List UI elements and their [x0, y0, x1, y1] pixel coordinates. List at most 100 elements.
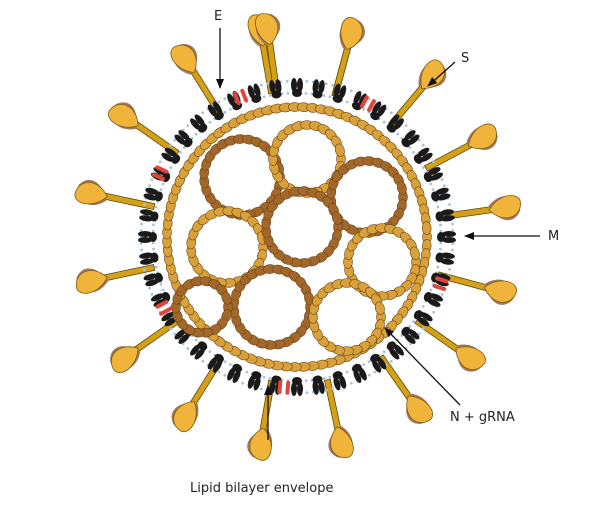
m-protein-blob [393, 344, 404, 356]
e-protein-bar [367, 99, 376, 112]
nucleocapsid [162, 102, 432, 372]
m-protein-blob [149, 232, 157, 242]
e-protein-bar [240, 88, 249, 103]
m-protein-blob [253, 376, 261, 391]
lipid-dot [324, 82, 328, 86]
lipid-dot [322, 94, 326, 97]
m-protein-blob [427, 298, 441, 307]
lipid-dot [286, 91, 290, 95]
membrane-protein-icon [332, 83, 347, 103]
lipid-dot [228, 107, 232, 111]
lipid-dot [408, 325, 412, 328]
m-protein-blob [207, 104, 217, 117]
m-protein-blob [370, 111, 380, 121]
m-protein-blob [161, 291, 171, 302]
lipid-dot [431, 188, 435, 192]
lipid-dot [349, 89, 353, 93]
m-protein-blob [253, 83, 261, 98]
lipid-dot [429, 288, 433, 292]
lipid-dot [266, 82, 270, 86]
m-protein-blob [291, 78, 297, 92]
lipid-dot [182, 146, 186, 149]
lipid-dot [154, 205, 158, 209]
lipid-dot [305, 79, 309, 83]
m-protein-blob [297, 78, 303, 92]
lipid-dot [143, 268, 146, 271]
nucleocapsid-bead [221, 291, 232, 305]
m-protein-blob [171, 154, 181, 164]
m-protein-blob [386, 341, 396, 351]
lipid-dot [305, 391, 309, 395]
membrane-protein-icon [143, 272, 163, 287]
lipid-dot [148, 184, 152, 188]
m-protein-blob [143, 193, 158, 201]
lipid-dot [150, 178, 154, 181]
lipid-dot [404, 124, 408, 127]
membrane-protein-icon [247, 83, 262, 103]
lipid-dot [362, 107, 366, 111]
lipid-dot [148, 286, 152, 290]
m-protein-blob [198, 123, 208, 133]
membrane-protein-icon [207, 353, 224, 373]
m-protein-blob [430, 293, 443, 302]
lipid-dot [259, 83, 263, 87]
m-protein-blob [436, 193, 451, 201]
spike-protein-icon [74, 180, 156, 211]
m-protein-blob [145, 279, 159, 287]
lipid-dot [304, 91, 308, 95]
envelope-protein-icon [432, 276, 449, 292]
spike-head [255, 13, 279, 46]
m-protein-blob [417, 317, 430, 327]
m-protein-blob [292, 89, 302, 97]
lipid-dot [451, 242, 455, 245]
m-protein-blob [431, 191, 440, 202]
label-n-grna: N + gRNA [450, 410, 515, 425]
membrane-protein-icon [291, 78, 303, 97]
lipid-dot [173, 138, 177, 142]
lipid-dot [154, 265, 158, 269]
lipid-dot [412, 320, 415, 324]
label-s: S [461, 51, 469, 66]
lipid-dot [201, 111, 205, 115]
lipid-dot [408, 146, 412, 149]
m-protein-blob [318, 380, 325, 394]
m-protein-blob [435, 187, 449, 195]
membrane-protein-icon [370, 353, 387, 373]
lipid-dot [322, 377, 326, 380]
m-protein-blob [138, 231, 152, 237]
nucleocapsid-bead [409, 246, 420, 260]
spike-head [406, 395, 433, 423]
lipid-dot [152, 247, 155, 251]
spike-head [249, 427, 272, 461]
spike-protein-icon [414, 317, 486, 372]
label-s-arrow [427, 61, 456, 87]
lipid-dot [169, 143, 173, 147]
e-protein-bar [277, 380, 283, 395]
membrane-protein-icon [423, 291, 443, 307]
membrane-protein-icon [435, 209, 455, 222]
lipid-dot [140, 248, 143, 252]
m-protein-blob [227, 93, 236, 107]
membrane-protein-icon [401, 130, 420, 148]
m-protein-blob [232, 363, 243, 373]
lipid-dot [262, 95, 266, 99]
lipid-dot [159, 282, 163, 286]
lipid-dot [228, 363, 232, 367]
lipid-dot [208, 350, 212, 354]
m-protein-blob [401, 326, 411, 336]
lipid-dot [140, 222, 143, 226]
nucleocapsid-bead [374, 301, 385, 315]
spike-protein-icon [440, 195, 521, 221]
lipid-dot [217, 100, 221, 104]
m-protein-blob [420, 152, 433, 162]
lipid-dot [241, 381, 245, 385]
m-protein-blob [440, 258, 454, 265]
membrane-protein-icon [190, 114, 208, 133]
lipid-dot [421, 143, 425, 147]
membrane-protein-icon [332, 371, 347, 391]
spike-head [170, 44, 197, 73]
m-protein-blob [413, 310, 423, 320]
spike-protein-icon [255, 13, 281, 94]
membrane-protein-icon [312, 375, 325, 395]
e-protein-bar [159, 307, 172, 316]
